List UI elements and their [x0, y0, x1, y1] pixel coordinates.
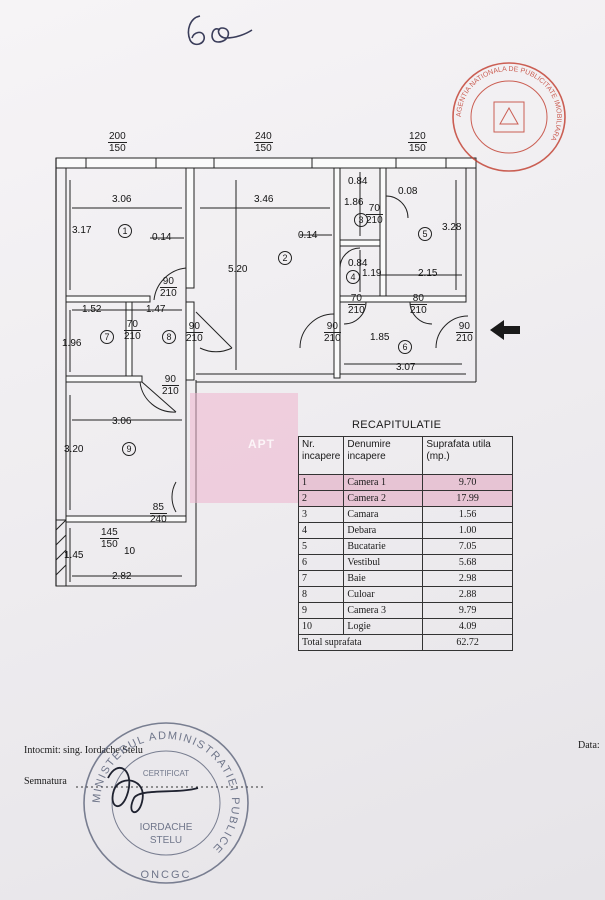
room10-height: 1.45 [64, 550, 84, 561]
signature-scribble [107, 766, 199, 813]
watermark-text: APT [248, 437, 275, 451]
agency-stamp: AGENTIA NATIONALA DE PUBLICITATE IMOBILI… [452, 62, 566, 172]
room6-width: 3.07 [396, 362, 416, 373]
room-number-6: 6 [398, 340, 412, 354]
room5-height: 3.28 [442, 222, 462, 233]
room-number-5: 5 [418, 227, 432, 241]
room1-width: 3.06 [112, 194, 132, 205]
recap-table: Nr. incapere Denumire incapere Suprafata… [297, 436, 513, 651]
room-number-1: 1 [118, 224, 132, 238]
room1-wall: 0.14 [152, 232, 172, 243]
room7-height: 1.96 [62, 338, 82, 349]
col-header-area: Suprafata utila (mp.) [422, 436, 513, 475]
room3-width-b: 0.08 [398, 186, 418, 197]
room8-width: 1.47 [146, 304, 166, 315]
room-number-4: 4 [346, 270, 360, 284]
entrance-arrow-icon [490, 320, 520, 340]
handwritten-note: 60 [180, 10, 260, 55]
prepared-by: Intocmit: sing. Iordache Stelu [24, 745, 143, 756]
signature-dotted-line [76, 786, 264, 788]
room2-width: 3.46 [254, 194, 274, 205]
col-header-name: Denumire incapere [343, 436, 424, 475]
watermark-box [190, 393, 298, 503]
room4-width: 0.84 [348, 258, 368, 269]
room1-height: 3.17 [72, 225, 92, 236]
col-header-nr: Nr. incapere [297, 436, 345, 475]
room9-width: 3.06 [112, 416, 132, 427]
room4-height: 1.19 [362, 268, 382, 279]
room-number-2: 2 [278, 251, 292, 265]
room3-height: 1.86 [344, 197, 364, 208]
room-number-10: 10 [124, 546, 136, 557]
ministry-stamp-inner-3: STELU [150, 835, 182, 846]
room2-height: 5.20 [228, 264, 248, 275]
room9-height: 3.20 [64, 444, 84, 455]
room-number-7: 7 [100, 330, 114, 344]
room6-a: 1.85 [370, 332, 390, 343]
date-label: Data: [578, 740, 600, 751]
room3-width-a: 0.84 [348, 176, 368, 187]
room-number-9: 9 [122, 442, 136, 456]
room5-width: 2.15 [418, 268, 438, 279]
room10-width: 2.82 [112, 571, 132, 582]
room7-width: 1.52 [82, 304, 102, 315]
ministry-stamp-inner-1: CERTIFICAT [143, 769, 189, 778]
room-number-8: 8 [162, 330, 176, 344]
room-number-3: 3 [354, 213, 368, 227]
room2-wall: 0.14 [298, 230, 318, 241]
recap-title: RECAPITULATIE [352, 419, 442, 431]
ministry-stamp-bottom: ONCGC [141, 869, 192, 881]
ministry-stamp: MINISTERUL ADMINISTRATIEI PUBLICE CERTIF… [83, 722, 249, 884]
signature-label: Semnatura [24, 776, 67, 787]
ministry-stamp-inner-2: IORDACHE [140, 822, 193, 833]
